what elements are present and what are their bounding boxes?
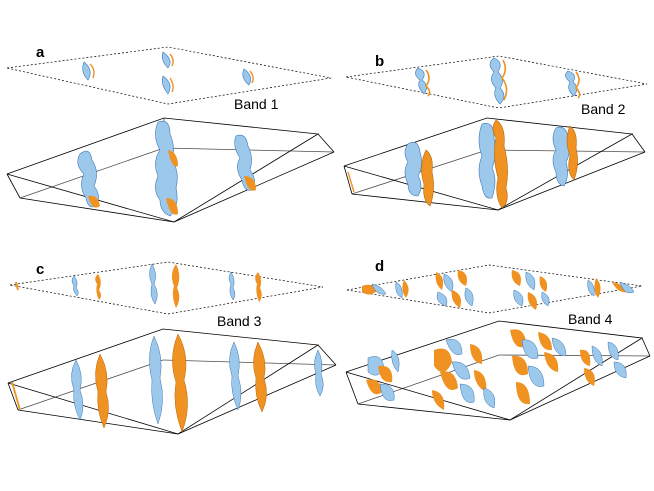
panel-a-band-label: Band 1 bbox=[234, 96, 279, 112]
panel-a: a Band 1 bbox=[6, 44, 335, 223]
band3-sheet-top bbox=[95, 274, 101, 300]
panel-c-band-label: Band 3 bbox=[217, 313, 262, 329]
panel-b: b Band 2 bbox=[343, 53, 648, 211]
band3-sheet-top bbox=[171, 264, 180, 308]
band2-pocket-top bbox=[489, 57, 508, 105]
panel-d-3d-view-zone bbox=[345, 320, 651, 421]
band4-network bbox=[580, 341, 627, 386]
band4-network-top bbox=[587, 279, 595, 297]
panel-c-letter: c bbox=[36, 261, 44, 278]
panel-b-3d-view-zone bbox=[343, 117, 646, 211]
panel-d-band-label: Band 4 bbox=[568, 311, 613, 327]
band3-sheet bbox=[314, 349, 324, 397]
band1-pocket-top bbox=[161, 51, 174, 95]
band2-tube bbox=[421, 149, 434, 207]
band3-sheet bbox=[149, 335, 163, 425]
band2-tube bbox=[404, 141, 422, 197]
panel-b-top-view-zone bbox=[345, 55, 648, 109]
band2-tube bbox=[478, 123, 496, 199]
band2-tube bbox=[566, 125, 578, 181]
panel-d: d Band 4 bbox=[345, 258, 651, 421]
band3-sheet-top bbox=[255, 272, 262, 302]
band4-network bbox=[366, 349, 400, 401]
band4-network bbox=[432, 339, 496, 410]
panel-b-3d-surfaces bbox=[404, 119, 578, 209]
panel-b-band-label: Band 2 bbox=[581, 101, 626, 117]
panel-c-3d-surfaces bbox=[71, 333, 324, 433]
panel-d-top-view-zone bbox=[346, 264, 643, 314]
band4-network-top bbox=[435, 272, 444, 290]
band1-pocket-top bbox=[242, 68, 254, 86]
panel-a-top-view-zone bbox=[6, 46, 332, 105]
panel-c-top-view-surfaces bbox=[15, 263, 262, 308]
band3-sheet bbox=[95, 353, 109, 429]
band4-network bbox=[510, 329, 567, 405]
panel-c-3d-view-zone bbox=[7, 328, 337, 435]
panel-b-letter: b bbox=[375, 53, 384, 70]
panel-c-top-view-zone bbox=[9, 261, 324, 315]
band2-pocket-top bbox=[415, 67, 431, 97]
panel-d-letter: d bbox=[375, 258, 384, 275]
band3-sheet-top bbox=[149, 263, 158, 305]
panel-d-top-view-surfaces bbox=[362, 270, 635, 310]
band4-network-top bbox=[511, 270, 521, 286]
band3-sheet bbox=[229, 341, 242, 411]
panel-a-3d-surfaces bbox=[77, 120, 256, 217]
band3-sheet bbox=[172, 333, 188, 433]
panel-a-top-view-surfaces bbox=[82, 51, 254, 95]
band3-sheet-top bbox=[71, 275, 79, 297]
panel-b-top-view-surfaces bbox=[415, 57, 581, 105]
band2-tube bbox=[492, 119, 508, 209]
band2-pocket-top bbox=[565, 70, 581, 99]
panel-a-letter: a bbox=[36, 44, 45, 61]
band1-pocket-top bbox=[82, 61, 95, 81]
panel-d-3d-surfaces bbox=[366, 329, 627, 410]
band3-sheet-top bbox=[228, 271, 236, 301]
band3-sheet bbox=[71, 359, 84, 421]
band1-tube bbox=[155, 120, 178, 217]
panel-c: c Band 3 bbox=[7, 261, 337, 435]
band3-sheet bbox=[253, 341, 267, 413]
